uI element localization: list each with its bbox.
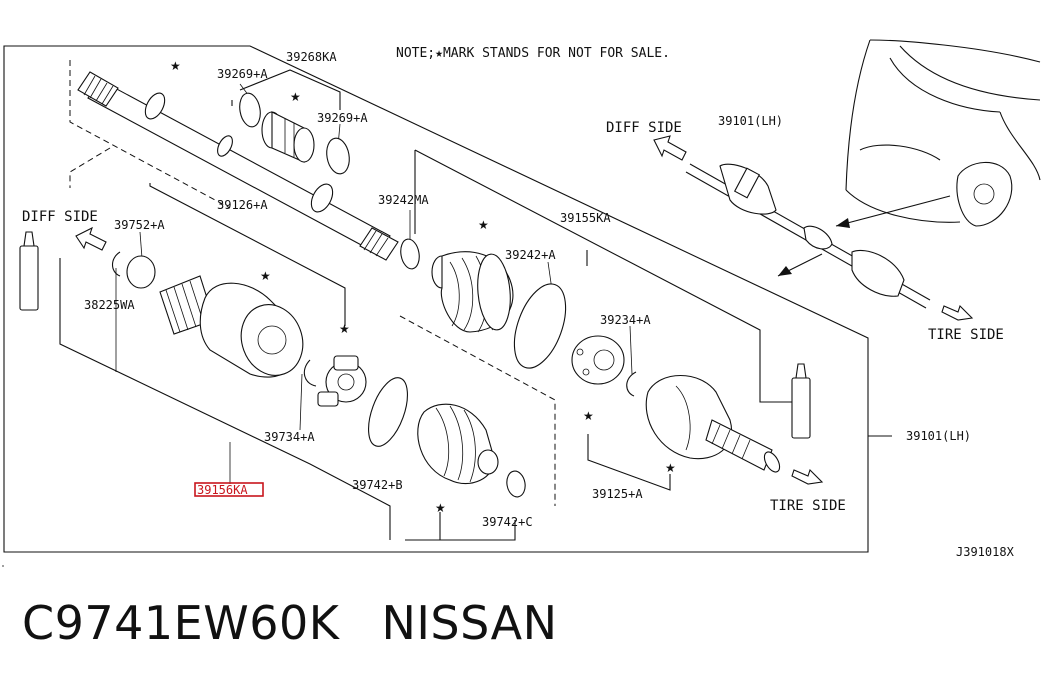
bracket-39126 xyxy=(149,183,346,326)
drive-shaft xyxy=(77,71,399,261)
label-39101LH-inset: 39101(LH) xyxy=(718,114,783,128)
label-tire-side-bottom: TIRE SIDE xyxy=(770,498,846,514)
vehicle-illustration xyxy=(845,39,1041,227)
bracket-39125 xyxy=(587,434,671,491)
label-39269A-top: 39269+A xyxy=(217,67,268,81)
damper-39268KA xyxy=(261,111,315,163)
joint-housing-39126 xyxy=(159,275,304,378)
label-39268KA: 39268KA xyxy=(286,50,337,64)
label-39242A: 39242+A xyxy=(505,248,556,262)
leader-39752 xyxy=(139,231,143,259)
caption-brand: NISSAN xyxy=(381,596,558,650)
label-39242MA: 39242MA xyxy=(378,193,429,207)
label-39269A-mid: 39269+A xyxy=(317,111,368,125)
inset-pointer-1 xyxy=(835,195,951,227)
star-mark-housing: ★ xyxy=(260,269,271,283)
star-mark-boot: ★ xyxy=(478,218,489,232)
arrow-diff-left xyxy=(75,226,107,251)
label-39742C: 39742+C xyxy=(482,515,533,529)
label-diff-side-right: DIFF SIDE xyxy=(606,120,682,136)
boot-39155KA xyxy=(431,251,514,333)
inset-axle-assembly xyxy=(685,163,931,309)
note-text: NOTE;★MARK STANDS FOR NOT FOR SALE. xyxy=(396,46,670,61)
outer-joint-39125 xyxy=(645,374,781,473)
star-mark-spider: ★ xyxy=(339,322,350,336)
joint-group-dashes xyxy=(69,147,111,188)
label-39155KA: 39155KA xyxy=(560,211,611,225)
label-39234A: 39234+A xyxy=(600,313,651,327)
star-mark-shaft: ★ xyxy=(170,59,181,73)
band-39742B xyxy=(368,377,408,447)
caption-part-number: C9741EW60K xyxy=(22,596,340,650)
bracket-38225 xyxy=(59,258,391,540)
label-38225WA: 38225WA xyxy=(84,298,135,312)
boot-39742 xyxy=(417,403,499,485)
label-39742B: 39742+B xyxy=(352,478,403,492)
bracket-39155 xyxy=(414,149,792,403)
clip-38225WA xyxy=(111,251,121,277)
clamp-39269-top xyxy=(239,92,261,128)
label-39752A: 39752+A xyxy=(114,218,165,232)
star-mark-damper: ★ xyxy=(290,90,301,104)
ball-cage-39234 xyxy=(571,335,625,385)
arrow-diff-right xyxy=(653,135,687,161)
bracket-39268 xyxy=(239,69,341,110)
label-39734A: 39734+A xyxy=(264,430,315,444)
arrow-tire-bottom xyxy=(791,468,824,485)
grease-tube-left xyxy=(19,231,39,311)
leader-39734 xyxy=(299,373,303,431)
highlight-box-39156KA xyxy=(194,482,264,497)
grease-tube-right xyxy=(791,363,811,439)
label-39126A: 39126+A xyxy=(217,198,268,212)
inset-pointer-1-head xyxy=(836,218,850,228)
band-39242A xyxy=(513,283,567,369)
band-39742C xyxy=(506,470,526,498)
label-39101LH-main: 39101(LH) xyxy=(906,429,971,443)
clip-39234A xyxy=(626,371,637,397)
diagram-frame xyxy=(3,45,869,553)
star-mark-cage: ★ xyxy=(583,409,594,423)
clamp-39242MA xyxy=(400,238,420,270)
label-diff-side-left: DIFF SIDE xyxy=(22,209,98,225)
leader-39234 xyxy=(629,325,633,375)
star-mark-outer: ★ xyxy=(665,461,676,475)
star-mark-lowerboot: ★ xyxy=(435,501,446,515)
label-39125A: 39125+A xyxy=(592,487,643,501)
seal-39752A xyxy=(126,255,156,289)
shaft-group-dashes xyxy=(69,60,231,209)
label-39156KA-highlighted[interactable]: 39156KA xyxy=(197,483,248,497)
drawing-code: J391018X xyxy=(956,545,1015,559)
spider-tripod xyxy=(317,355,367,407)
caption: C9741EW60K NISSAN xyxy=(22,596,600,650)
clamp-39269-mid xyxy=(326,137,350,175)
arrow-tire-right xyxy=(941,304,974,321)
inset-pointer-2-head xyxy=(778,266,792,276)
bracket-39742-base xyxy=(405,520,516,541)
clip-39734A xyxy=(303,359,317,387)
label-tire-side-right: TIRE SIDE xyxy=(928,327,1004,343)
